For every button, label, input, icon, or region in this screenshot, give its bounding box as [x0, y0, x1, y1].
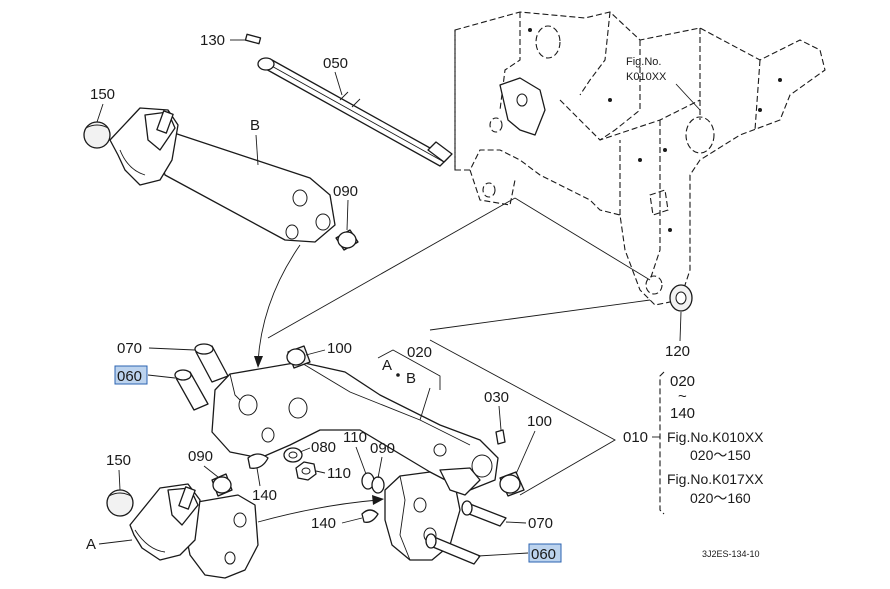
callout-150-top: 150	[90, 86, 115, 103]
legend-range-top-end: 140	[670, 405, 695, 422]
part-150-ball-top[interactable]	[83, 121, 111, 149]
figure-reference: Fig.No. K010XX	[626, 56, 701, 111]
highlight-060-right	[528, 543, 562, 563]
part-100-bushing-top[interactable]	[286, 345, 311, 369]
part-030-grease-nipple[interactable]	[495, 429, 506, 445]
callout-b-group: B	[406, 370, 416, 387]
fig-ref-line1: Fig.No.	[626, 56, 661, 68]
callout-100-top: 100	[327, 340, 352, 357]
part-070-pin-left[interactable]	[194, 343, 229, 383]
callout-100-right: 100	[527, 413, 552, 430]
callout-b: B	[250, 117, 260, 134]
group-bracket: A B 020	[377, 344, 441, 421]
assembly-legend: 020 ~ 140 010 Fig.No.K010XX 020～150 Fig.…	[623, 371, 764, 515]
callout-110-b: 110	[343, 429, 367, 446]
part-050-shaft[interactable]	[257, 57, 453, 167]
part-130-pin[interactable]	[244, 33, 262, 45]
callout-070-right: 070	[528, 515, 553, 532]
part-150-ball-bottom[interactable]	[106, 489, 134, 517]
part-110-nut[interactable]	[295, 461, 317, 481]
callout-070-left: 070	[117, 340, 142, 357]
legend-range-top: 020	[670, 373, 695, 390]
legend-id: 010	[623, 429, 648, 446]
callout-090-bottom: 090	[188, 448, 213, 465]
callout-030: 030	[484, 389, 509, 406]
callout-060-left[interactable]: 060	[117, 368, 142, 385]
legend-range2: 020～160	[690, 490, 751, 506]
part-090-bushing-top[interactable]	[335, 229, 359, 251]
callout-140-b: 140	[311, 515, 336, 532]
callout-060-right[interactable]: 060	[531, 546, 556, 563]
callout-150-bottom: 150	[106, 452, 131, 469]
part-140-ring-b[interactable]	[361, 509, 379, 523]
fig-ref-line2: K010XX	[626, 71, 667, 83]
drawing-code: 3J2ES-134-10	[702, 549, 760, 559]
legend-fig1: Fig.No.K010XX	[667, 429, 764, 445]
part-020-lift-arm[interactable]	[211, 361, 499, 491]
arm-assembly-a[interactable]	[129, 483, 259, 579]
callout-050: 050	[323, 55, 348, 72]
callout-130: 130	[200, 32, 225, 49]
part-120-bushing[interactable]	[669, 284, 693, 312]
callout-090-top: 090	[333, 183, 358, 200]
part-100-bushing-right[interactable]	[499, 471, 525, 497]
arm-assembly-b[interactable]	[109, 107, 336, 243]
callout-140-a: 140	[252, 487, 277, 504]
highlight-060-left	[114, 365, 148, 385]
callout-a: A	[86, 536, 96, 553]
legend-fig2: Fig.No.K017XX	[667, 471, 764, 487]
callout-a-group: A	[382, 357, 392, 374]
main-frame	[454, 11, 826, 306]
callout-090-mid: 090	[370, 440, 395, 457]
part-080-washer[interactable]	[283, 447, 303, 463]
callout-120: 120	[665, 343, 690, 360]
callout-110-a: 110	[327, 465, 351, 482]
legend-tilde: ~	[678, 388, 687, 405]
callout-080: 080	[311, 439, 336, 456]
part-110-washers[interactable]	[361, 472, 385, 494]
part-060-pin-right[interactable]	[425, 533, 481, 565]
part-090-bushing-bottom[interactable]	[211, 473, 233, 497]
part-060-pin-left[interactable]	[174, 369, 209, 411]
legend-range1: 020～150	[690, 447, 751, 463]
part-140-ring-a[interactable]	[247, 453, 269, 469]
callout-020: 020	[407, 344, 432, 361]
part-070-pin-right[interactable]	[461, 500, 507, 527]
